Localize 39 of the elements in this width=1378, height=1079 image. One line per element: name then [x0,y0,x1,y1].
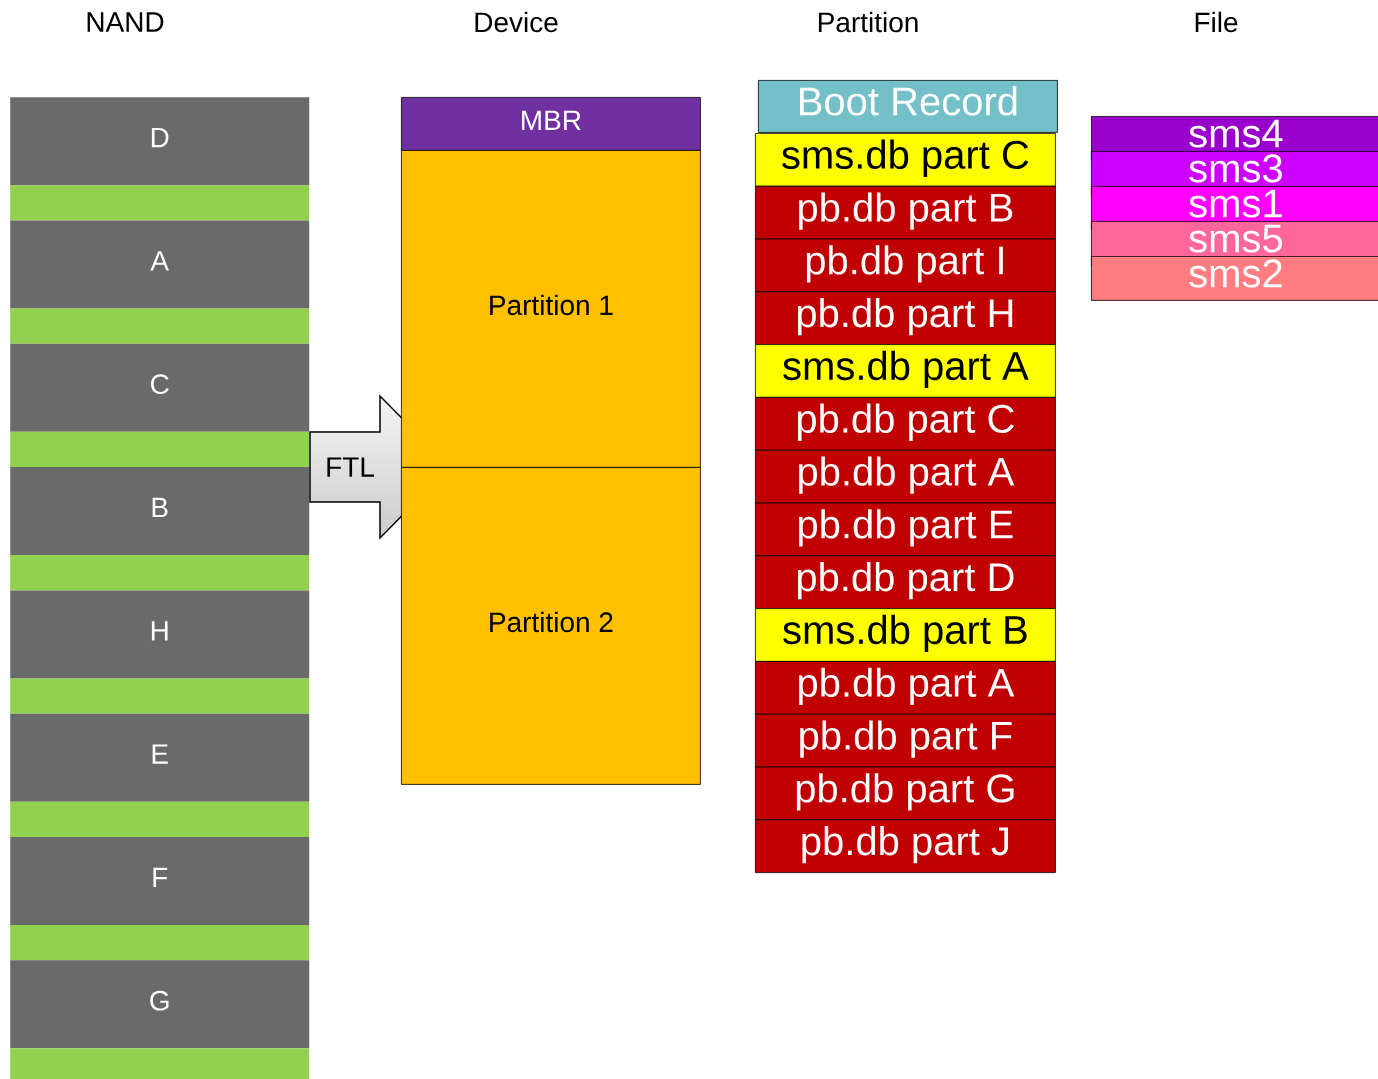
file-block: sms2 [1091,256,1378,301]
column-heading: Device [475,11,558,33]
column-heading: Partition [818,11,918,33]
memory-block: C [10,343,310,432]
column-heading: File [1195,11,1238,33]
memory-block: H [10,590,310,679]
boot-record-block: Boot Record [758,80,1058,133]
data-block: pb.db part B [755,185,1056,240]
memory-block: E [10,713,310,802]
data-block: pb.db part I [755,238,1056,293]
spare-area-bar [10,185,310,221]
spare-area-bar [10,1048,310,1079]
data-block: pb.db part A [755,661,1056,715]
memory-block: A [10,220,310,309]
data-block: pb.db part C [755,397,1056,451]
spare-area-bar [10,801,310,837]
mbr-block: MBR [401,97,701,151]
spare-area-bar [10,678,310,714]
data-block: sms.db part C [755,133,1056,187]
memory-block: F [10,837,310,925]
spare-area-bar [10,308,310,344]
data-block: pb.db part H [755,291,1056,345]
spare-area-bar [10,555,310,591]
data-block: pb.db part D [755,555,1056,609]
data-block: pb.db part A [755,449,1056,504]
data-block: sms.db part A [755,344,1056,398]
data-block: pb.db part E [755,502,1056,557]
data-block: sms.db part B [755,608,1056,662]
data-block: pb.db part J [755,819,1056,873]
data-block: pb.db part F [755,713,1056,768]
partition-block: Partition 1 [401,150,701,468]
memory-block: D [10,97,310,186]
spare-area-bar [10,431,310,468]
column-heading: NAND [87,12,164,32]
partition-block: Partition 2 [401,467,701,785]
memory-block: G [10,960,310,1049]
data-block: pb.db part G [755,766,1056,821]
spare-area-bar [10,925,310,961]
memory-block: B [10,467,310,556]
